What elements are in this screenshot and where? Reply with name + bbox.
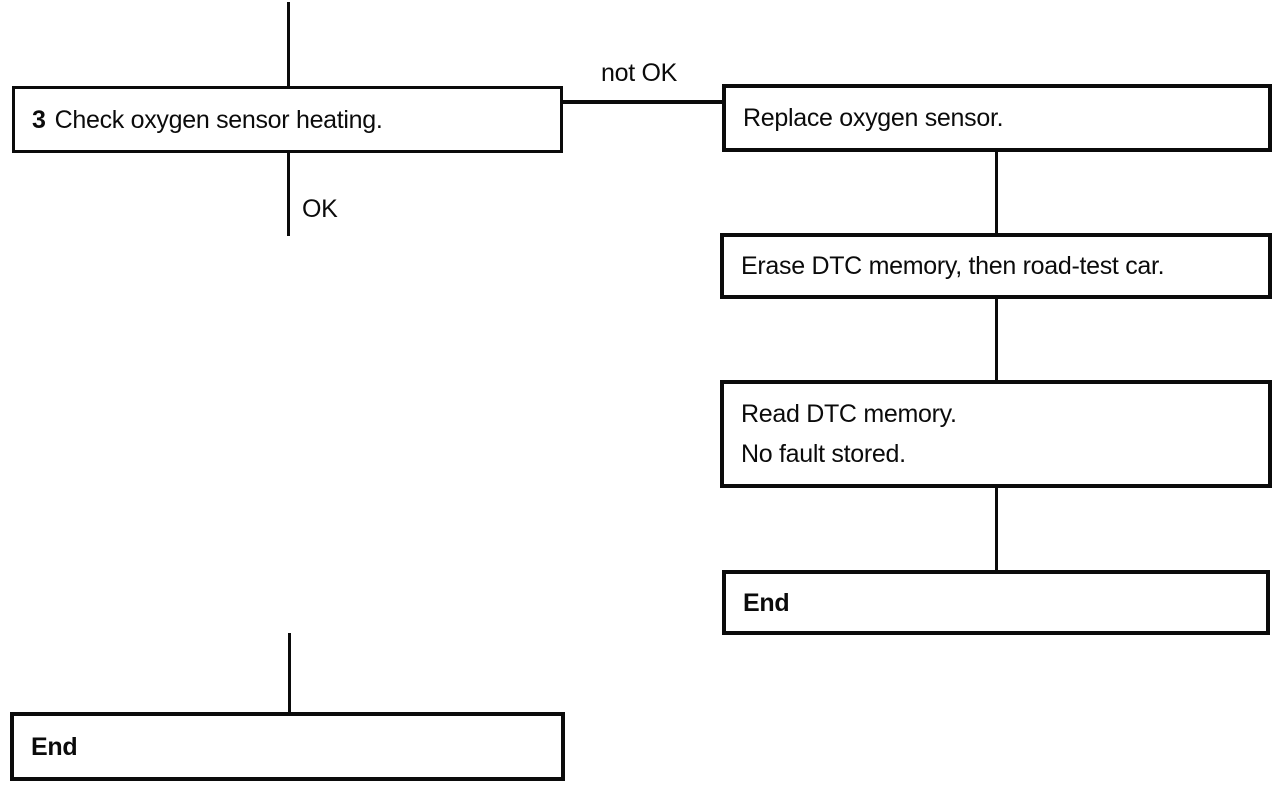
step-label: Check oxygen sensor heating. xyxy=(54,105,383,134)
node-read-line2: No fault stored. xyxy=(741,440,906,468)
edge-erase-to-read xyxy=(995,299,998,380)
edge-label-not-ok: not OK xyxy=(601,59,678,87)
edge-read-to-end xyxy=(995,488,998,570)
node-read-line1: Read DTC memory. xyxy=(741,400,957,428)
edge-to-end-left xyxy=(288,633,291,712)
node-end-right: End xyxy=(722,570,1270,635)
node-replace-oxygen-sensor: Replace oxygen sensor. xyxy=(722,84,1272,152)
node-end-left: End xyxy=(10,712,565,781)
edge-ok-vertical xyxy=(287,153,290,236)
node-erase-dtc-memory: Erase DTC memory, then road-test car. xyxy=(720,233,1272,299)
node-read-dtc-memory: Read DTC memory. No fault stored. xyxy=(720,380,1272,488)
node-erase-text: Erase DTC memory, then road-test car. xyxy=(741,252,1165,280)
node-check-oxygen-sensor-heating: 3 Check oxygen sensor heating. xyxy=(12,86,563,153)
edge-replace-to-erase xyxy=(995,152,998,233)
node-check-text: 3 Check oxygen sensor heating. xyxy=(32,100,560,140)
node-end-left-text: End xyxy=(31,732,78,761)
edge-label-ok: OK xyxy=(302,195,338,223)
edge-not-ok-horizontal xyxy=(563,100,722,104)
node-end-right-text: End xyxy=(743,588,790,617)
node-replace-text: Replace oxygen sensor. xyxy=(743,104,1004,132)
edge-incoming-vertical xyxy=(287,2,290,86)
step-number: 3 xyxy=(32,105,46,134)
